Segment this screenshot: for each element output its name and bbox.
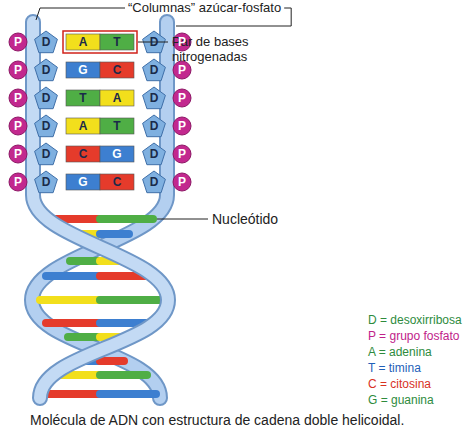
- base-letter: C: [106, 174, 128, 190]
- base-bar: [100, 174, 134, 190]
- front-strand: [33, 22, 168, 398]
- base-letter: T: [106, 34, 128, 50]
- sugar-pentagon: [143, 87, 166, 109]
- legend-entry: D = desoxirribosa: [368, 312, 462, 328]
- legend-entry: T = timina: [368, 360, 421, 376]
- sugar-pentagon: [35, 59, 58, 81]
- base-letter: C: [106, 62, 128, 78]
- back-strand-edge: [32, 22, 167, 398]
- sugar-pentagon: [35, 171, 58, 193]
- sugar-letter: D: [143, 146, 165, 162]
- rung: [100, 371, 147, 379]
- figure-caption: Molécula de ADN con estructura de cadena…: [30, 411, 404, 429]
- base-bar: [66, 174, 100, 190]
- rung: [100, 390, 156, 398]
- sugar-letter: D: [143, 118, 165, 134]
- phosphate-letter: P: [171, 118, 193, 134]
- highlight-box: [63, 31, 137, 53]
- legend-entry: P = grupo fosfato: [368, 328, 460, 344]
- base-letter: G: [106, 146, 128, 162]
- rung: [46, 272, 100, 280]
- phosphate-letter: P: [171, 90, 193, 106]
- phosphate-letter: P: [7, 62, 29, 78]
- base-letter: A: [106, 90, 128, 106]
- base-bar: [66, 146, 100, 162]
- leader-line: [157, 219, 208, 220]
- phosphate-letter: P: [7, 34, 29, 50]
- base-bar: [100, 146, 134, 162]
- legend-entry: C = citosina: [368, 376, 431, 392]
- phosphate-letter: P: [7, 90, 29, 106]
- callout-label: Par de bases nitrogenadas: [172, 34, 284, 64]
- rung: [40, 296, 100, 304]
- base-bar: [66, 62, 100, 78]
- sugar-pentagon: [143, 115, 166, 137]
- rung: [68, 333, 100, 341]
- phosphate-letter: P: [7, 146, 29, 162]
- base-bar: [66, 34, 100, 50]
- legend-entry: A = adenina: [368, 344, 432, 360]
- sugar-pentagon: [143, 59, 166, 81]
- sugar-letter: D: [143, 34, 165, 50]
- sugar-pentagon: [35, 143, 58, 165]
- base-bar: [100, 118, 134, 134]
- rung: [46, 319, 100, 327]
- phosphate-letter: P: [171, 34, 193, 50]
- sugar-letter: D: [35, 90, 57, 106]
- phosphate-letter: P: [7, 174, 29, 190]
- sugar-letter: D: [35, 62, 57, 78]
- base-bar: [66, 118, 100, 134]
- sugar-pentagon: [35, 87, 58, 109]
- sugar-letter: D: [143, 62, 165, 78]
- rung: [100, 230, 129, 238]
- sugar-letter: D: [35, 118, 57, 134]
- phosphate-letter: P: [171, 174, 193, 190]
- base-letter: G: [72, 62, 94, 78]
- phosphate-letter: P: [7, 118, 29, 134]
- back-strand: [32, 22, 167, 398]
- base-letter: G: [72, 174, 94, 190]
- callout-label: “Columnas” azúcar-fosfato: [128, 0, 281, 16]
- front-strand-edge: [33, 22, 168, 398]
- base-bar: [100, 90, 134, 106]
- sugar-pentagon: [143, 171, 166, 193]
- rung: [100, 215, 153, 223]
- rung: [70, 257, 100, 265]
- legend-entry: G = guanina: [368, 392, 434, 408]
- base-bar: [100, 34, 134, 50]
- callout-label: Nucleótido: [212, 210, 278, 228]
- sugar-letter: D: [35, 146, 57, 162]
- sugar-letter: D: [35, 174, 57, 190]
- sugar-letter: D: [143, 90, 165, 106]
- rung: [100, 296, 160, 304]
- phosphate-letter: P: [171, 62, 193, 78]
- base-letter: C: [72, 146, 94, 162]
- rung: [44, 390, 100, 398]
- phosphate-letter: P: [171, 146, 193, 162]
- base-bar: [66, 90, 100, 106]
- sugar-pentagon: [143, 143, 166, 165]
- base-letter: T: [72, 90, 94, 106]
- base-letter: A: [72, 34, 94, 50]
- base-letter: A: [72, 118, 94, 134]
- sugar-letter: D: [35, 34, 57, 50]
- rung: [100, 357, 124, 365]
- sugar-letter: D: [143, 174, 165, 190]
- base-bar: [100, 62, 134, 78]
- sugar-pentagon: [35, 31, 58, 53]
- base-letter: T: [106, 118, 128, 134]
- sugar-pentagon: [35, 115, 58, 137]
- leader-line: [36, 8, 125, 20]
